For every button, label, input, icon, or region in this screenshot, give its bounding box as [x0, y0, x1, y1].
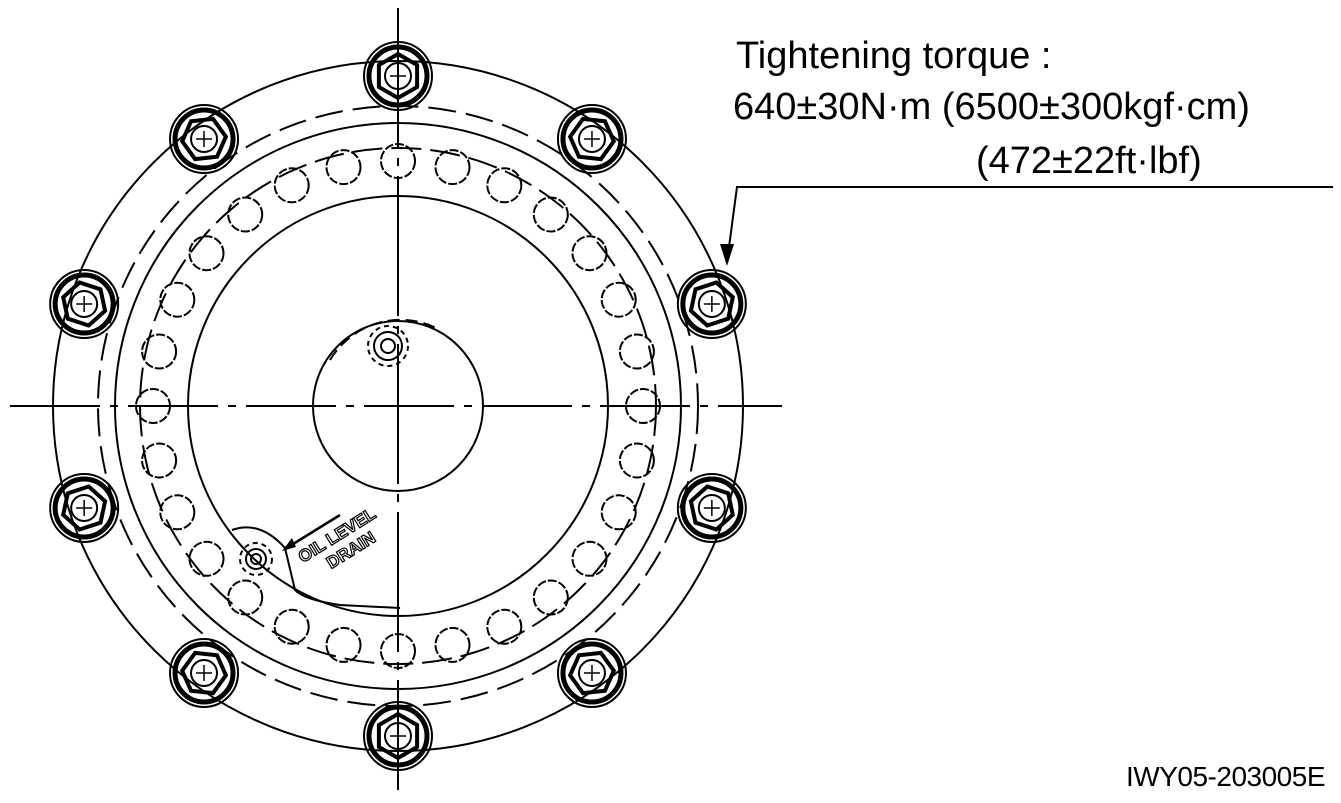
center-bore: [312, 320, 484, 492]
bolt-hole: [532, 196, 569, 233]
wheel-nut-icon: [676, 269, 747, 340]
bolt-hole: [434, 626, 471, 663]
bolt-hole: [380, 143, 416, 179]
bolt-hole: [135, 388, 171, 424]
figure-code: IWY05-203005E: [1126, 761, 1325, 792]
torque-leader-arrowhead: [720, 244, 734, 266]
bolt-hole: [600, 281, 637, 318]
wheel-nut-icon: [169, 104, 240, 175]
bolt-hole: [571, 540, 608, 577]
bolt-hole: [600, 494, 637, 531]
bolt-hole: [273, 167, 310, 204]
bolt-hole: [188, 235, 225, 272]
hub-inner-ring: [114, 122, 682, 690]
oil-level-drain-engraving: OIL LEVEL DRAIN: [294, 503, 380, 573]
inner-rim-ring: [187, 195, 609, 617]
bolt-hole: [159, 281, 196, 318]
drain-plug-flat: [231, 526, 401, 609]
drain-arrow-head: [282, 538, 296, 551]
bolt-hole: [618, 333, 655, 370]
bolt-hole: [325, 626, 362, 663]
wheel-nut-icon: [556, 637, 627, 708]
bolt-hole: [188, 540, 225, 577]
drain-plug-icon: [239, 542, 273, 576]
bolt-hole: [325, 149, 362, 186]
wheel-nut-icon: [363, 41, 433, 111]
bolt-hole: [273, 608, 310, 645]
bolt-hole: [227, 579, 264, 616]
wheel-nut-icon: [363, 701, 433, 771]
bolt-hole: [380, 633, 416, 669]
bolt-hole: [141, 333, 178, 370]
bolt-hole: [486, 608, 523, 645]
wheel-nut-icon: [676, 472, 747, 543]
bolt-hole: [159, 494, 196, 531]
bolt-hole: [618, 442, 655, 479]
fill-plug-icon: [367, 325, 409, 367]
torque-metric-value: 640±30N·m (6500±300kgf·cm): [733, 86, 1250, 128]
wheel-nut-icon: [49, 472, 120, 543]
wheel-nut-icon: [169, 637, 240, 708]
bolt-hole: [532, 579, 569, 616]
bolt-hole: [625, 388, 661, 424]
bolt-hole: [486, 167, 523, 204]
wheel-nut-icon: [49, 269, 120, 340]
torque-leader-line: [726, 186, 1333, 263]
center-dashed-arc: [329, 318, 441, 361]
bolt-hole: [141, 442, 178, 479]
bolt-hole: [571, 235, 608, 272]
hub-outer-ring: [52, 60, 744, 752]
torque-imperial-value: (472±22ft·lbf): [976, 140, 1202, 182]
bolt-circle-dashed-ring: [139, 147, 657, 665]
wheel-nut-icon: [556, 104, 627, 175]
bolt-hole: [434, 149, 471, 186]
bolt-hole: [227, 196, 264, 233]
torque-title: Tightening torque :: [736, 35, 1052, 77]
